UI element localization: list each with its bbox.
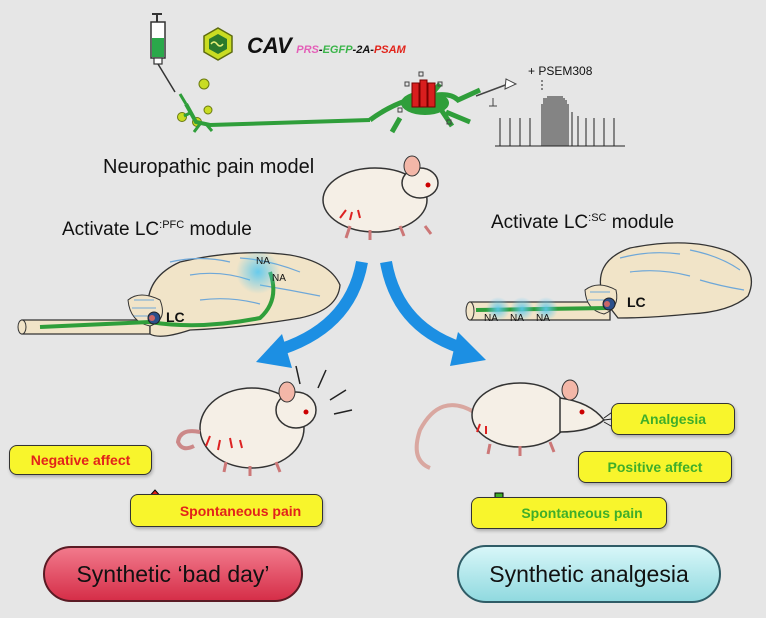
syringe-icon bbox=[150, 13, 176, 93]
electrode-icon bbox=[475, 78, 518, 107]
virus-hexagon-icon bbox=[203, 27, 233, 61]
spontaneous-pain-decrease-badge: Spontaneous pain bbox=[471, 497, 667, 529]
construct-label: CAV PRS-EGFP-2A-PSAM bbox=[247, 33, 406, 58]
arrow-to-right-outcome-icon bbox=[380, 260, 486, 366]
psam-receptor-icon bbox=[397, 71, 452, 125]
model-label: Neuropathic pain model bbox=[103, 156, 315, 178]
right-na-label-2: NA bbox=[510, 313, 524, 324]
spike-trace bbox=[495, 80, 625, 147]
arrow-to-left-outcome-icon bbox=[256, 260, 368, 368]
rat-pain-model-icon bbox=[322, 155, 439, 240]
left-module-title: Activate LC:PFC module bbox=[62, 219, 252, 240]
left-lc-label: LC bbox=[166, 309, 185, 325]
bad-day-pill-shape bbox=[43, 546, 303, 602]
spontaneous-pain-increase-badge: Spontaneous pain bbox=[130, 494, 323, 527]
left-brain-diagram bbox=[17, 250, 341, 337]
negative-affect-badge: Negative affect bbox=[9, 445, 152, 475]
left-na-label-1: NA bbox=[256, 256, 270, 267]
right-lc-label: LC bbox=[627, 294, 646, 310]
right-na-label-1: NA bbox=[484, 313, 498, 324]
left-na-label-2: NA bbox=[272, 273, 286, 284]
positive-affect-badge: Positive affect bbox=[578, 451, 732, 483]
right-na-label-3: NA bbox=[536, 313, 550, 324]
analgesia-pill-shape bbox=[457, 545, 721, 603]
right-brain-diagram bbox=[465, 242, 753, 321]
rat-negative-affect-icon bbox=[175, 365, 353, 476]
right-module-title: Activate LC:SC module bbox=[491, 212, 675, 233]
rat-analgesia-icon bbox=[414, 379, 621, 470]
analgesia-badge: Analgesia bbox=[611, 403, 735, 435]
analgesia-outcome: Synthetic analgesia bbox=[489, 560, 689, 587]
drug-label: + PSEM308 bbox=[528, 64, 593, 78]
bad-day-outcome: Synthetic ‘bad day’ bbox=[76, 560, 270, 587]
